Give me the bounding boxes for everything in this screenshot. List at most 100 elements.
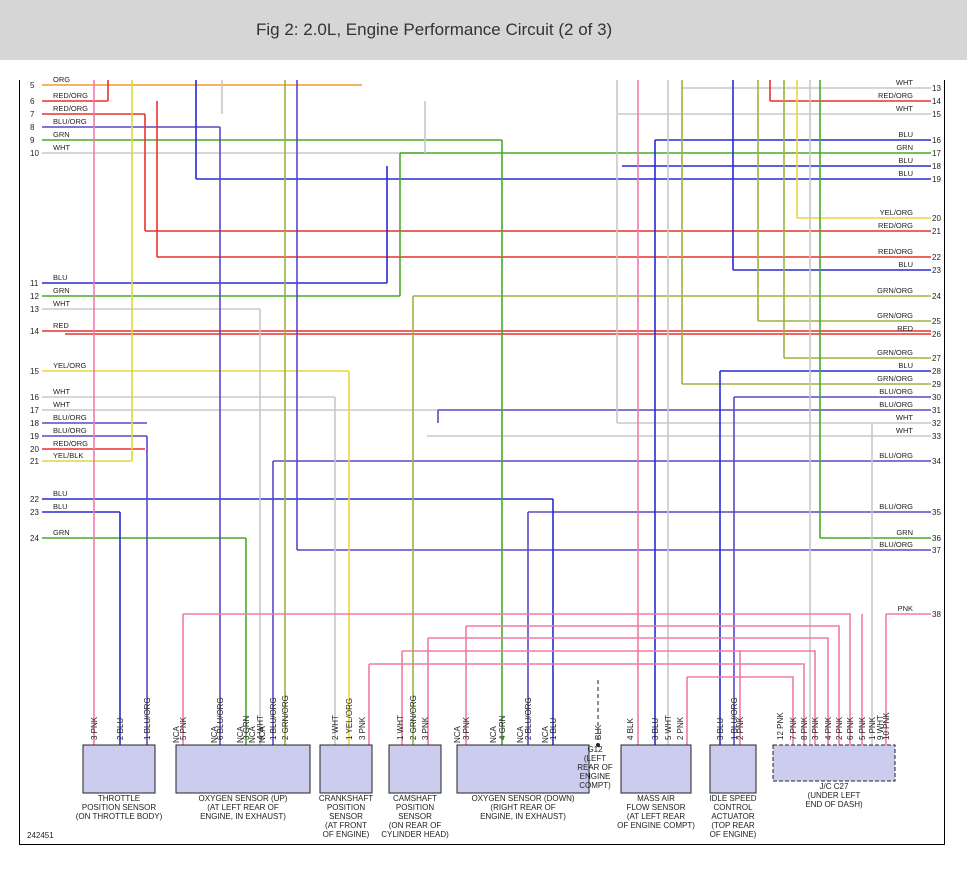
left-wire-number-20: 20 (30, 445, 39, 454)
component-jc27-pin-4: 4 PNK (824, 716, 833, 740)
component-jc27-pin-6: 6 PNK (846, 716, 855, 740)
right-wire-number-24: 24 (932, 292, 941, 301)
right-wire-number-16: 16 (932, 136, 941, 145)
component-cmp-pin-0: 1 WHT (396, 715, 405, 740)
pink-harness-1 (466, 625, 840, 745)
right-wire-color-16: BLU (898, 130, 913, 139)
right-wire-number-32: 32 (932, 419, 941, 428)
pink-harness-3 (402, 650, 816, 745)
right-wire-color-35: BLU/ORG (879, 502, 913, 511)
component-iac-pin-2: 2 PNK (736, 716, 745, 740)
component-ckp-pin-1: 1 YEL/ORG (345, 698, 354, 740)
component-iac-label-2: ACTUATOR (711, 812, 754, 821)
right-wire-number-33: 33 (932, 432, 941, 441)
component-cmp-label-2: SENSOR (398, 812, 432, 821)
component-jc27-label-1: (UNDER LEFT (808, 791, 861, 800)
figure-id: 242451 (27, 831, 54, 840)
component-jc27-pin-0: 12 PNK (776, 712, 785, 740)
left-wire-color-8: BLU/ORG (53, 117, 87, 126)
component-jc27-pin-8: 1 PNK (868, 716, 877, 740)
component-o2up-label-0: OXYGEN SENSOR (UP) (199, 794, 288, 803)
component-iac-label-1: CONTROL (713, 803, 753, 812)
pink-harness-5 (687, 676, 794, 745)
component-tps-pin-1: 2 BLU (116, 718, 125, 740)
right-wire-color-14: RED/ORG (878, 91, 913, 100)
figure-header: Fig 2: 2.0L, Engine Performance Circuit … (0, 0, 967, 60)
left-wire-color-6: RED/ORG (53, 91, 88, 100)
right-wire-number-15: 15 (932, 110, 941, 119)
right-wire-number-30: 30 (932, 393, 941, 402)
component-o2down-pin-2: 2 BLU/ORG (524, 697, 533, 740)
component-g12-label-0: G12 (587, 745, 603, 754)
right-wire-color-23: BLU (898, 260, 913, 269)
left-wire-number-5: 5 (30, 81, 35, 90)
component-jc27-pin-3: 3 PNK (811, 716, 820, 740)
left-wire-color-11: BLU (53, 273, 68, 282)
component-o2down-label-0: OXYGEN SENSOR (DOWN) (471, 794, 574, 803)
component-cmp-label-3: (ON REAR OF (389, 821, 442, 830)
right-wire-number-29: 29 (932, 380, 941, 389)
right-wire-color-37: BLU/ORG (879, 540, 913, 549)
left-wire-color-13: WHT (53, 299, 70, 308)
component-o2up-pin-0: 5 PNK (179, 716, 188, 740)
right-wire-color-25: GRN/ORG (877, 311, 913, 320)
component-o2down-pin-0: 3 PNK (462, 716, 471, 740)
right-wire-color-18: BLU (898, 156, 913, 165)
component-maf-box (620, 744, 692, 794)
right-wire-color-38: PNK (898, 604, 913, 613)
component-o2down-label-2: ENGINE, IN EXHAUST) (480, 812, 566, 821)
left-wire-number-21: 21 (30, 457, 39, 466)
ground-g12-dot (596, 743, 600, 747)
left-wire-number-10: 10 (30, 149, 39, 158)
left-wire-color-20: RED/ORG (53, 439, 88, 448)
left-wire-number-22: 22 (30, 495, 39, 504)
right-wire-color-34: BLU/ORG (879, 451, 913, 460)
nca-marker-2: NCA (236, 725, 245, 743)
component-ckp-label-3: (AT FRONT (325, 821, 367, 830)
left-wire-color-23: BLU (53, 502, 68, 511)
component-maf-label-3: OF ENGINE COMPT) (617, 821, 695, 830)
component-g12-label-2: REAR OF (577, 763, 613, 772)
right-wire-color-17: GRN (896, 143, 913, 152)
component-ckp-label-2: SENSOR (329, 812, 363, 821)
component-g12-pin-0: BLK (594, 724, 603, 740)
right-wire-color-27: GRN/ORG (877, 348, 913, 357)
component-iac-label-3: (TOP REAR (711, 821, 754, 830)
left-wire-color-18: BLU/ORG (53, 413, 87, 422)
component-ckp-label-0: CRANKSHAFT (319, 794, 373, 803)
left-wire-number-16: 16 (30, 393, 39, 402)
right-wire-number-27: 27 (932, 354, 941, 363)
component-cmp-label-0: CAMSHAFT (393, 794, 437, 803)
component-o2up-pin-2: 3 GRN (242, 715, 251, 740)
left-wire-color-19: BLU/ORG (53, 426, 87, 435)
component-ckp-label-4: OF ENGINE) (323, 830, 370, 839)
nca-marker-0: NCA (172, 725, 181, 743)
component-maf-label-0: MASS AIR (637, 794, 675, 803)
left-wire-color-10: WHT (53, 143, 70, 152)
left-wire-number-8: 8 (30, 123, 35, 132)
left-wire-color-16: WHT (53, 387, 70, 396)
component-o2down-pin-3: 1 BLU (549, 718, 558, 740)
component-o2up-label-2: ENGINE, IN EXHAUST) (200, 812, 286, 821)
right-wire-color-21: RED/ORG (878, 221, 913, 230)
component-maf-label-1: FLOW SENSOR (626, 803, 685, 812)
right-wire-number-17: 17 (932, 149, 941, 158)
component-cmp-label-1: POSITION (396, 803, 434, 812)
component-o2down-box (456, 744, 590, 794)
nca-marker-8: NCA (541, 725, 550, 743)
component-ckp-pin-0: 2 WHT (331, 715, 340, 740)
right-wire-number-18: 18 (932, 162, 941, 171)
left-wire-number-11: 11 (30, 279, 39, 288)
component-jc27-pin-2: 8 PNK (800, 716, 809, 740)
right-wire-color-31: BLU/ORG (879, 400, 913, 409)
left-wire-number-23: 23 (30, 508, 39, 517)
component-o2down-label-1: (RIGHT REAR OF (490, 803, 555, 812)
component-o2up-pin-4: 1 BLU/ORG (269, 697, 278, 740)
left-wire-color-15: YEL/ORG (53, 361, 87, 370)
left-wire-number-18: 18 (30, 419, 39, 428)
left-wire-color-21: YEL/BLK (53, 451, 83, 460)
left-wire-number-24: 24 (30, 534, 39, 543)
component-ckp-label-1: POSITION (327, 803, 365, 812)
component-jc27-pin-5: 2 PNK (835, 716, 844, 740)
